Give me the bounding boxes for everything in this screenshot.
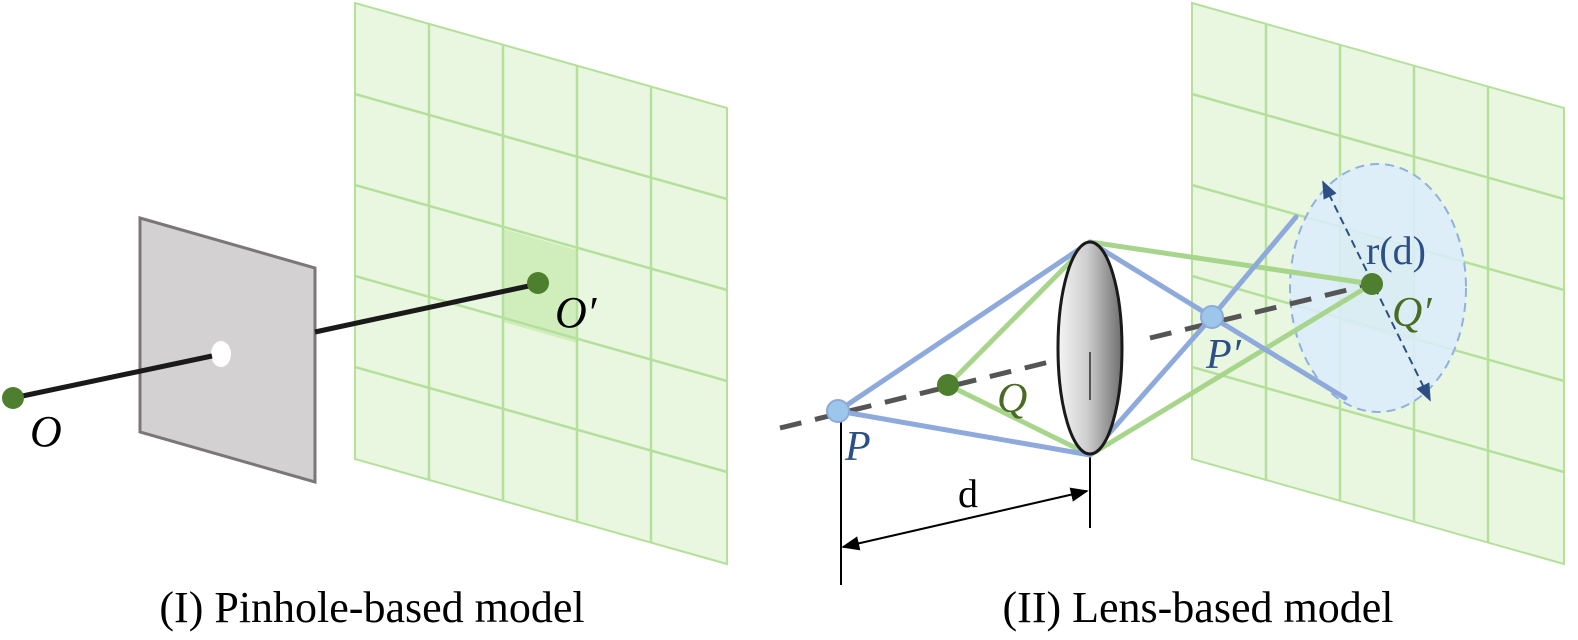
pinhole-ray-front	[12, 353, 213, 401]
caption-lens: (II) Lens-based model	[1003, 583, 1394, 632]
label-d: d	[958, 471, 978, 516]
point-o	[2, 387, 24, 409]
label-o-prime: O′	[555, 288, 598, 337]
point-q	[937, 374, 959, 396]
label-q-prime: Q′	[1392, 290, 1432, 336]
label-p-prime: P′	[1205, 332, 1242, 378]
distance-arrow	[841, 487, 1089, 551]
label-q: Q	[997, 376, 1027, 422]
label-o: O	[30, 407, 62, 456]
caption-pinhole: (I) Pinhole-based model	[159, 583, 584, 632]
optical-axis-front	[779, 349, 1091, 431]
pinhole-opening	[211, 341, 231, 367]
lens-panel: P Q P′ Q′ d r(d) (II) Lens-based model	[779, 1, 1565, 632]
point-p	[826, 399, 850, 423]
pinhole-ray-back	[314, 281, 539, 335]
point-o-prime	[527, 272, 549, 294]
pinhole-panel: O O′ (I) Pinhole-based model	[2, 1, 728, 632]
label-r-d: r(d)	[1366, 228, 1426, 273]
point-q-prime	[1361, 273, 1383, 295]
point-p-prime	[1200, 305, 1224, 329]
pinhole-aperture-plate	[138, 216, 317, 484]
label-p: P	[844, 424, 871, 470]
lens	[1056, 240, 1124, 456]
